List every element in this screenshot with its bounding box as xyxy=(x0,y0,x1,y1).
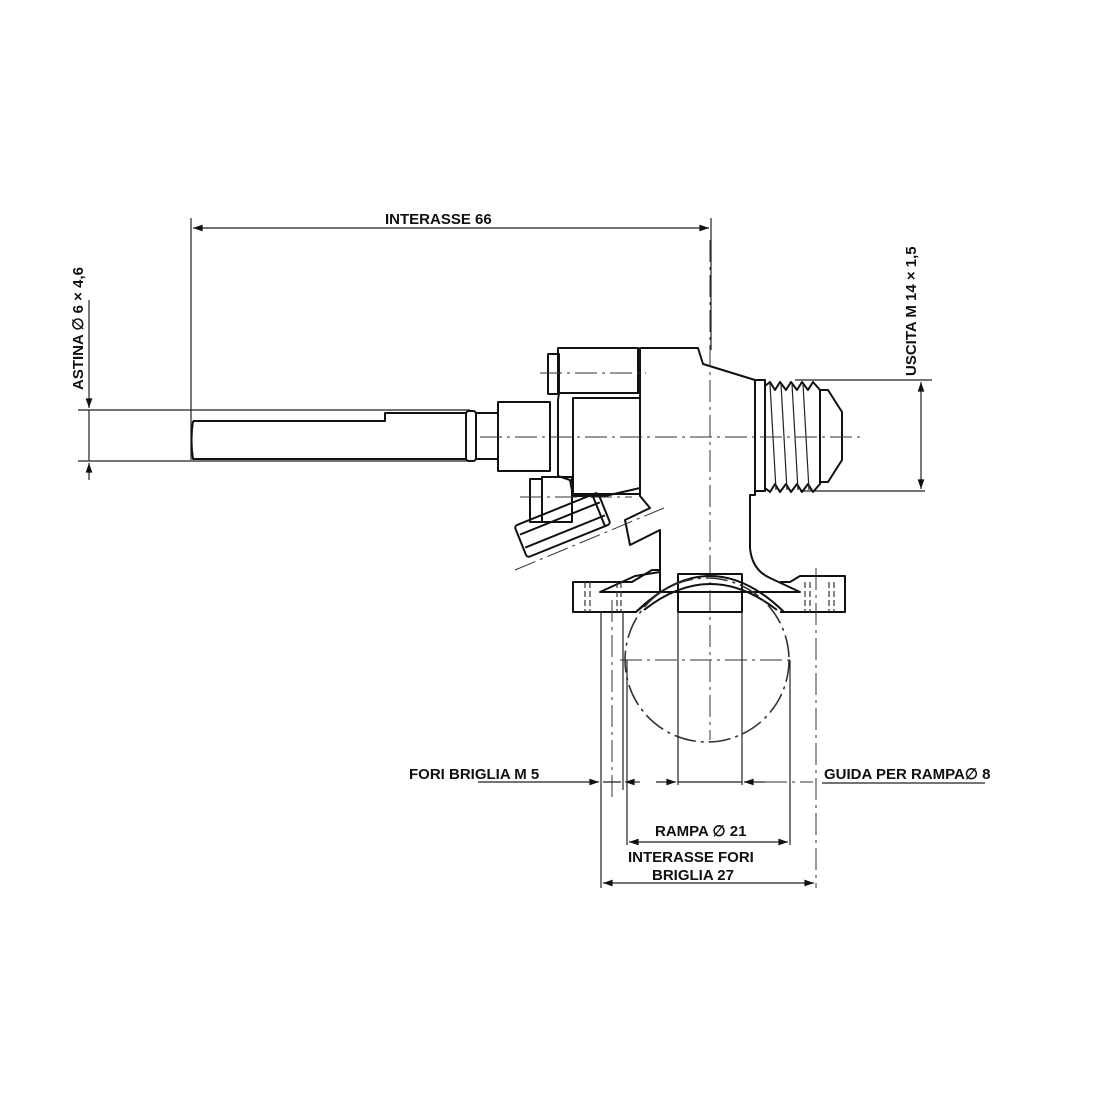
flange xyxy=(572,569,846,743)
interasse-66-label: INTERASSE 66 xyxy=(385,211,492,228)
guida-per-rampa-label: GUIDA PER RAMPA∅ 8 xyxy=(824,766,990,783)
guida-per-rampa-dimension: GUIDA PER RAMPA∅ 8 xyxy=(656,766,990,786)
interasse-fori-label-line2: BRIGLIA 27 xyxy=(652,867,734,884)
uscita-label: USCITA M 14 × 1,5 xyxy=(903,246,920,376)
interasse-fori-briglia-dimension: INTERASSE FORI BRIGLIA 27 xyxy=(602,849,815,887)
astina-label: ASTINA ∅ 6 × 4,6 xyxy=(70,267,87,390)
fori-briglia-label: FORI BRIGLIA M 5 xyxy=(409,766,539,783)
astina-dimension: ASTINA ∅ 6 × 4,6 xyxy=(70,267,470,480)
rampa-label: RAMPA ∅ 21 xyxy=(655,823,746,840)
uscita-dimension: USCITA M 14 × 1,5 xyxy=(795,246,932,492)
interasse-66-dimension: INTERASSE 66 xyxy=(190,211,712,460)
extension-lines xyxy=(600,568,817,888)
interasse-fori-label-line1: INTERASSE FORI xyxy=(628,849,754,866)
valve-body xyxy=(480,240,860,740)
rampa-dimension: RAMPA ∅ 21 xyxy=(628,823,789,846)
fori-briglia-dimension: FORI BRIGLIA M 5 xyxy=(409,766,640,786)
